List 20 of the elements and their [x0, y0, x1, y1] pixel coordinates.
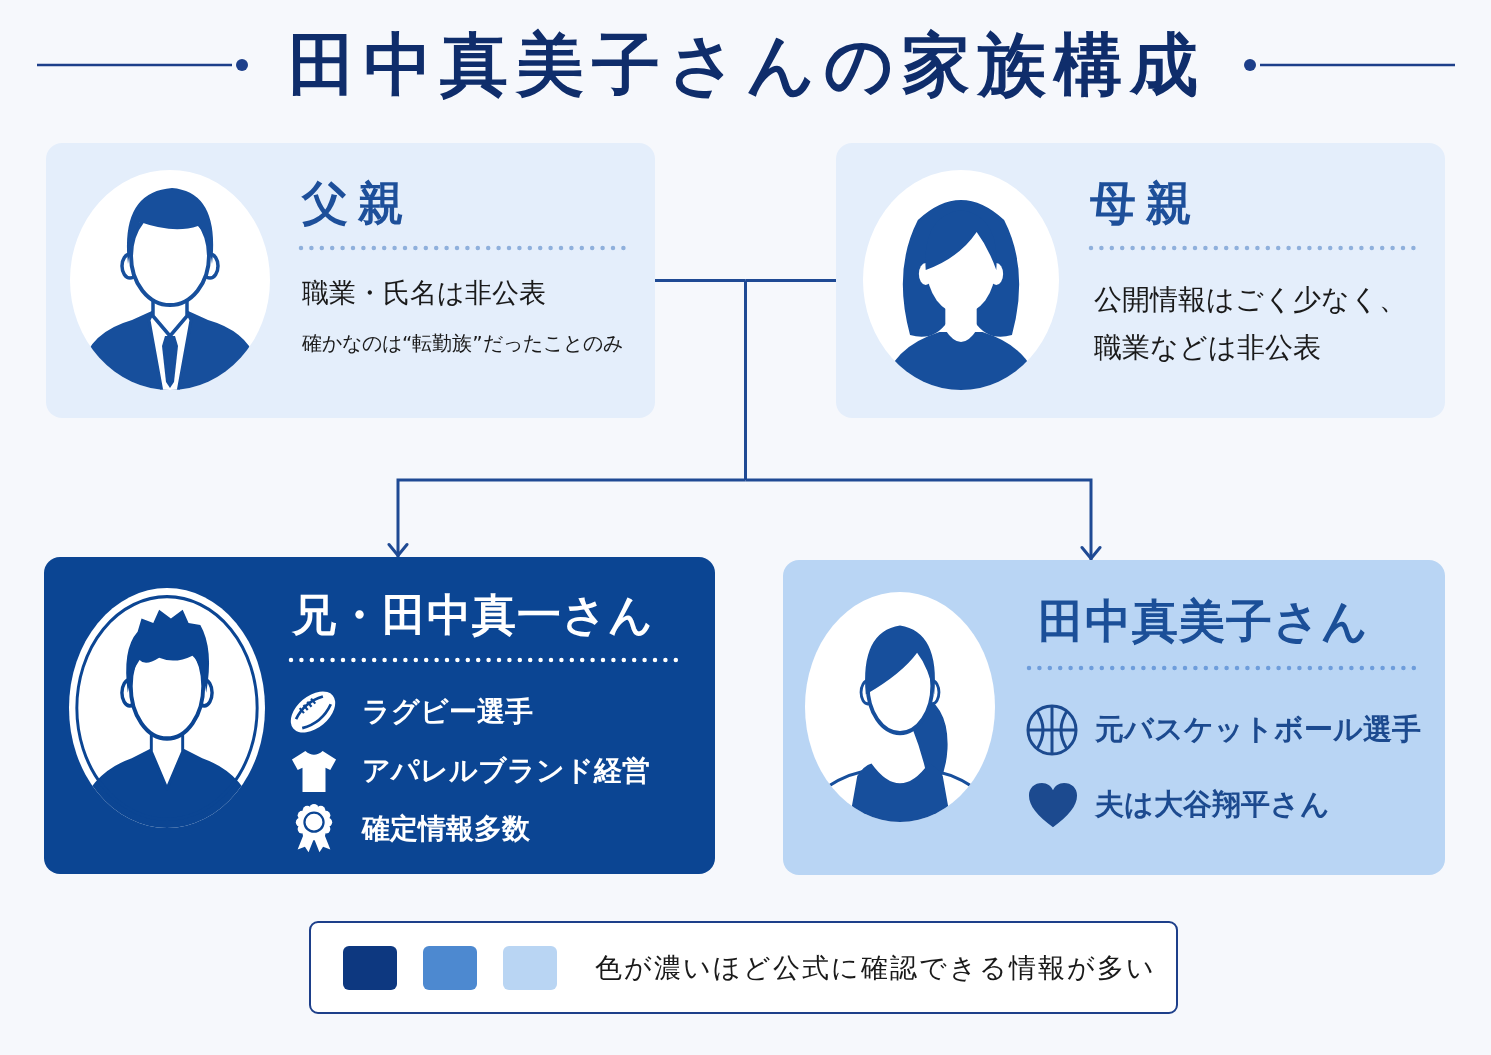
description-text: 公開情報はごく少なく、職業などは非公表 — [1094, 282, 1408, 366]
fact-text: アパレルブランド経営 — [362, 752, 650, 789]
profile-card — [44, 557, 715, 874]
name-heading: 兄・田中真一さん — [292, 588, 654, 643]
page-title: 田中真美子さんの家族構成 — [288, 24, 1206, 106]
profile-card — [783, 560, 1445, 875]
relation-heading: 母親 — [1090, 175, 1202, 233]
profile-card — [46, 143, 655, 418]
name-heading: 田中真美子さん — [1038, 593, 1369, 651]
legend-text: 色が濃いほど公式に確認できる情報が多い — [594, 950, 1156, 985]
fact-text: 元バスケットボール選手 — [1095, 711, 1421, 749]
connector-line — [655, 279, 746, 282]
relation-heading: 父親 — [302, 175, 414, 233]
fact-text: 確定情報多数 — [362, 810, 530, 847]
fact-text: ラグビー選手 — [362, 693, 533, 730]
description-text: 職業・氏名は非公表 — [302, 276, 546, 311]
profile-card — [836, 143, 1445, 418]
connector-arrow — [387, 478, 746, 557]
fact-text: 夫は大谷翔平さん — [1095, 786, 1330, 824]
description-text: 確かなのは“転勤族”だったことのみ — [302, 330, 623, 356]
